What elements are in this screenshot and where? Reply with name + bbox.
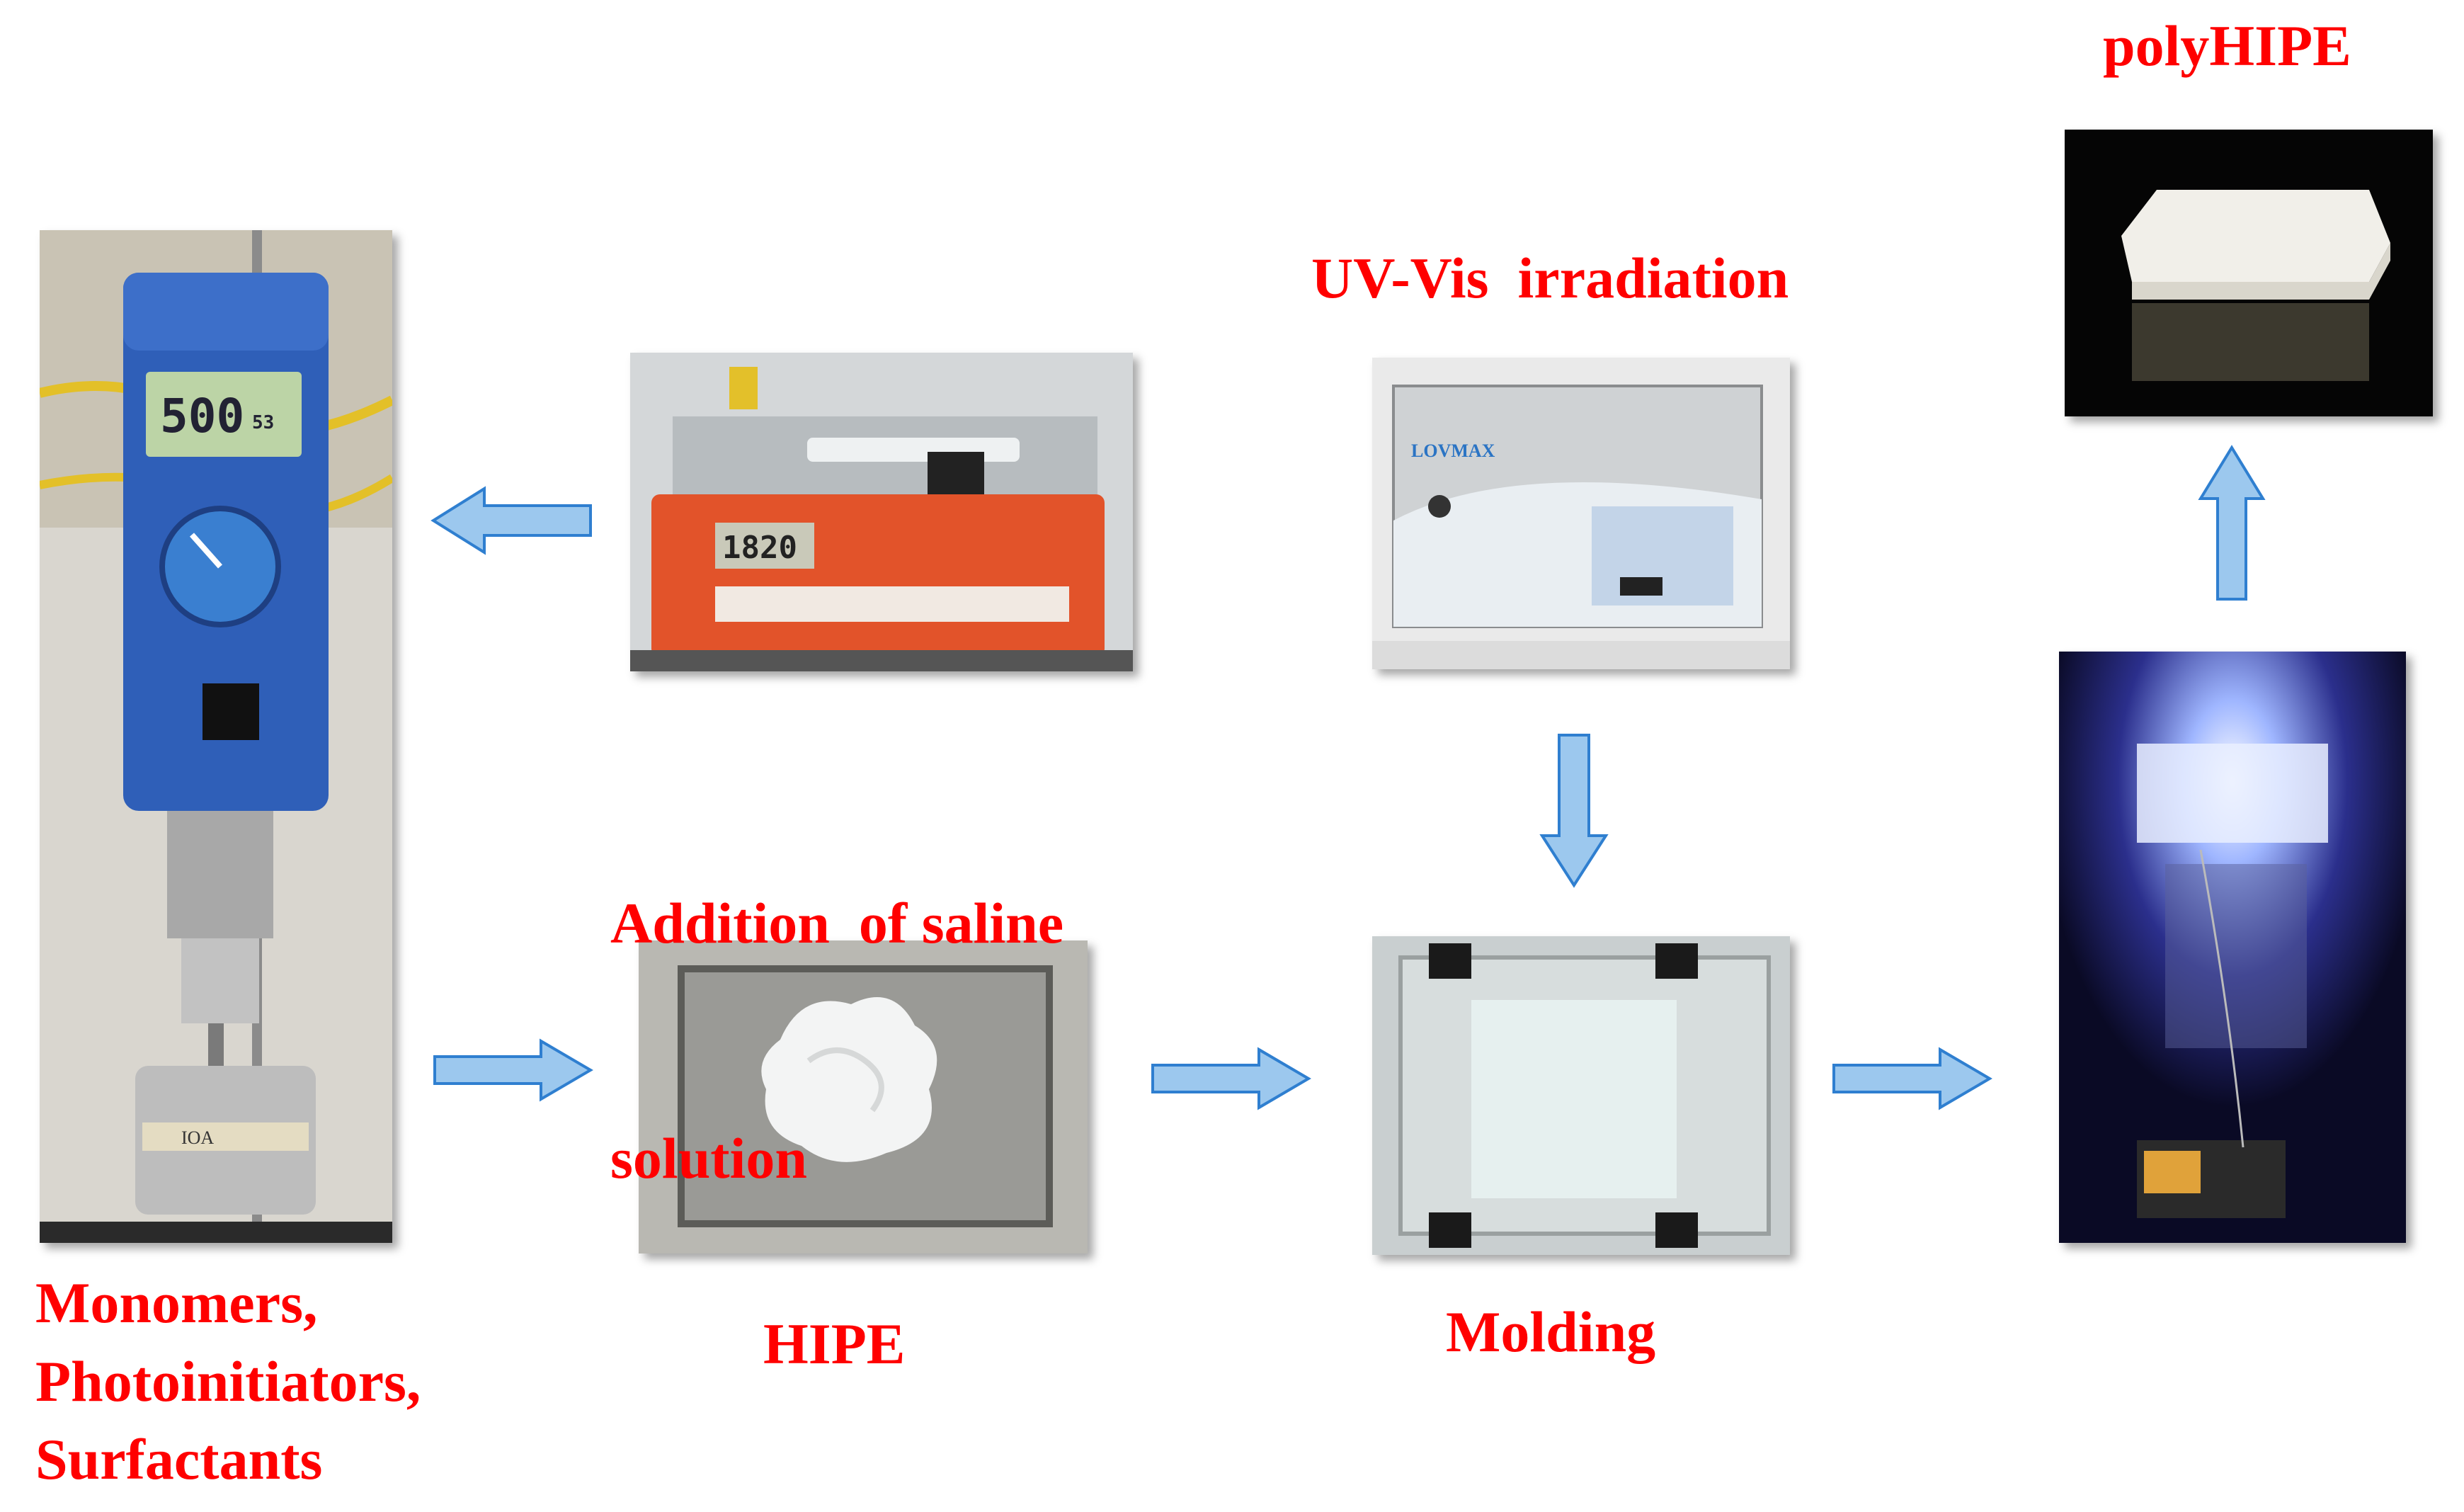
polyhipe-monolith-photo bbox=[2065, 130, 2433, 416]
label-polyhipe: polyHIPE bbox=[2103, 13, 2351, 78]
jar-label: IOA bbox=[181, 1127, 214, 1148]
uv-lamp-photo: LOVMAX bbox=[1372, 358, 1790, 669]
pump-display: 1820 bbox=[722, 530, 797, 566]
label-monomers-line2: Photoinitiators, bbox=[35, 1348, 421, 1414]
label-monomers-line1: Monomers, bbox=[35, 1271, 318, 1335]
label-hipe: HIPE bbox=[763, 1312, 906, 1376]
arrow-uv-to-mold bbox=[1539, 734, 1609, 888]
label-monomers-line3: Surfactants bbox=[35, 1427, 323, 1492]
overhead-stirrer-photo: 500 53 IOA bbox=[40, 230, 392, 1243]
label-uv-vis: UV-Vis irradiation bbox=[1311, 246, 1789, 310]
uv-curing-photo bbox=[2059, 652, 2406, 1243]
arrow-curing-to-polyhipe bbox=[2198, 445, 2266, 601]
stirrer-display-small: 53 bbox=[252, 412, 274, 433]
arrow-stirrer-to-hipe bbox=[433, 1038, 593, 1102]
hipe-emulsion-photo bbox=[639, 940, 1088, 1254]
lamp-brand: LOVMAX bbox=[1411, 440, 1495, 461]
arrow-pump-to-stirrer bbox=[430, 486, 592, 555]
label-addition: Addition of saline solution bbox=[610, 728, 1063, 1277]
arrow-hipe-to-mold bbox=[1151, 1047, 1311, 1110]
label-addition-line2: solution bbox=[610, 1126, 807, 1191]
mold-photo bbox=[1372, 936, 1790, 1255]
arrow-mold-to-curing bbox=[1832, 1047, 1992, 1110]
label-addition-line1: Addition of saline bbox=[610, 891, 1064, 956]
stirrer-display: 500 bbox=[160, 389, 244, 443]
label-monomers: Monomers, Photoinitiators, Surfactants bbox=[35, 1264, 421, 1499]
syringe-pump-photo: 1820 bbox=[630, 353, 1133, 671]
label-molding: Molding bbox=[1446, 1300, 1656, 1364]
